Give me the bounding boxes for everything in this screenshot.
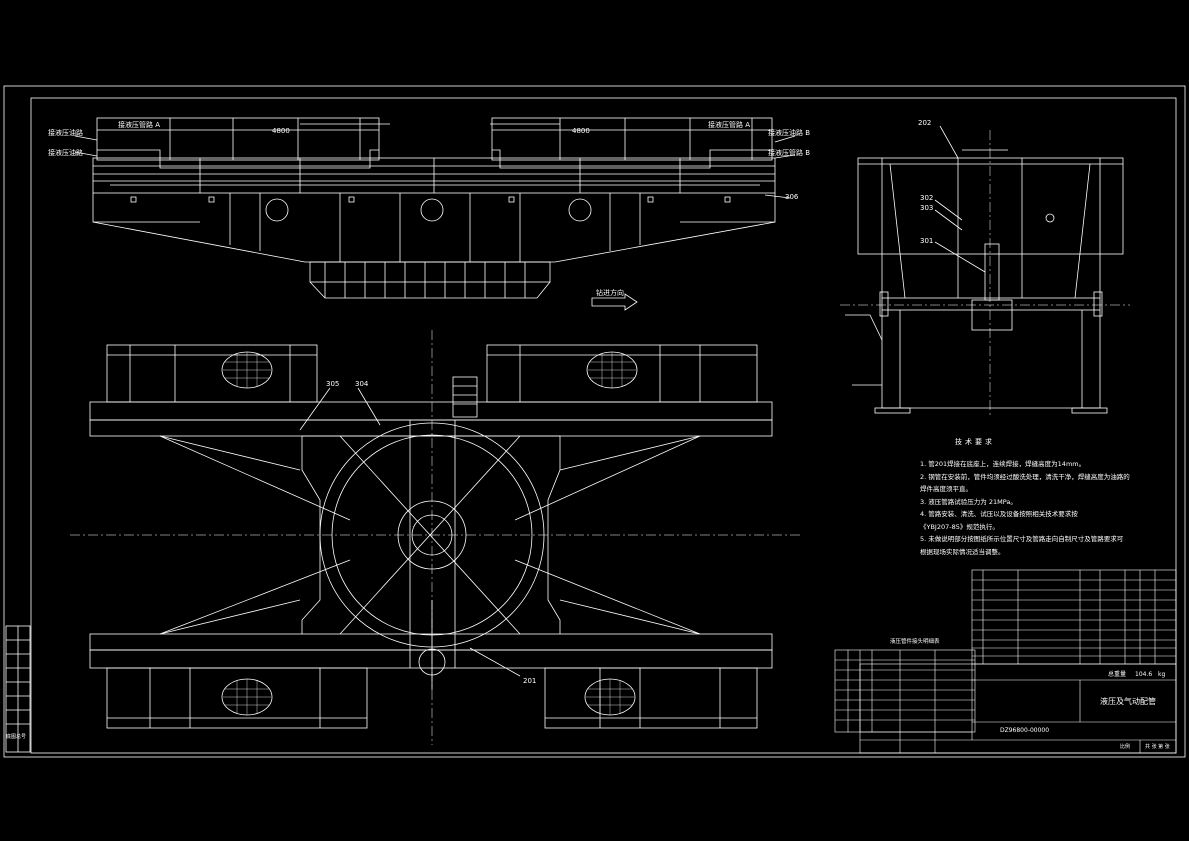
label-left-top: 接液压油路 <box>48 129 83 137</box>
note-line: 根据现场实际情况适当调整。 <box>920 547 1005 556</box>
sheet-inner-border <box>30 97 1177 754</box>
label-left-a: 接液压管路 A <box>118 121 161 129</box>
note-line: 5. 未做说明部分按图纸所示位置尺寸及管路走向自制尺寸及管路要求可 <box>920 535 1124 543</box>
side-section-view <box>845 125 1124 414</box>
balloon-302: 302 <box>920 194 934 202</box>
title-block <box>859 663 1177 754</box>
label-left-mid: 接液压油路 <box>48 149 83 157</box>
bom-table <box>971 569 1177 665</box>
sheet-label: 共 张 第 张 <box>1145 744 1170 750</box>
note-line: 《YBJ207-85》规范执行。 <box>920 522 999 531</box>
weight-unit: kg <box>1158 671 1166 678</box>
mesh-hatch-3 <box>223 679 271 715</box>
weight-value: 104.6 <box>1135 671 1153 678</box>
mesh-hatch-1 <box>223 352 271 388</box>
technical-notes: 1. 管201焊接在底座上，连续焊接，焊缝高度为14mm。 2. 钢管在安装前，… <box>920 458 1160 558</box>
fittings-table <box>834 649 976 733</box>
mesh-hatch-2 <box>588 352 636 388</box>
label-right-a: 接液压管路 A <box>708 121 751 129</box>
balloon-306: 306 <box>785 193 799 201</box>
front-elevation-view <box>74 117 796 299</box>
direction-label: 钻进方向 <box>596 289 624 297</box>
scale-label: 比例 <box>1120 744 1131 750</box>
mesh-hatch-4 <box>586 679 634 715</box>
balloon-305: 305 <box>326 380 340 388</box>
direction-arrow <box>591 293 638 311</box>
weight-label: 总重量 <box>1108 671 1127 678</box>
dimension-right: 4800 <box>572 127 590 135</box>
plan-view <box>89 344 773 729</box>
drawing-number: DZ96800-00000 <box>1000 727 1050 734</box>
note-line: 1. 管201焊接在底座上，连续焊接，焊缝高度为14mm。 <box>920 460 1086 468</box>
note-line: 3. 液压管路试验压力为 21MPa。 <box>920 497 1017 506</box>
fittings-table-label: 液压管件接头明细表 <box>890 639 940 645</box>
balloon-202: 202 <box>918 119 932 127</box>
balloon-201: 201 <box>523 677 537 685</box>
balloon-303: 303 <box>920 204 934 212</box>
notes-title: 技术要求 <box>955 438 995 446</box>
balloon-301: 301 <box>920 237 934 245</box>
sheet-outer-border <box>3 85 1186 758</box>
note-line: 4. 管路安装、清洗、试压以及设备按照相关技术要求按 <box>920 510 1078 518</box>
label-right-top: 接液压油路 B <box>768 129 811 137</box>
balloon-304: 304 <box>355 380 369 388</box>
left-strip-label: 底图总号 <box>6 734 27 740</box>
dimension-left: 4800 <box>272 127 290 135</box>
label-right-mid: 接液压管路 B <box>768 149 811 157</box>
note-line: 2. 钢管在安装前，管件均须经过酸洗处理，清洗干净，焊缝高度为油路的 <box>920 472 1130 481</box>
note-line: 焊件高度须平直。 <box>920 485 972 493</box>
drawing-title: 液压及气动配管 <box>1100 697 1156 706</box>
